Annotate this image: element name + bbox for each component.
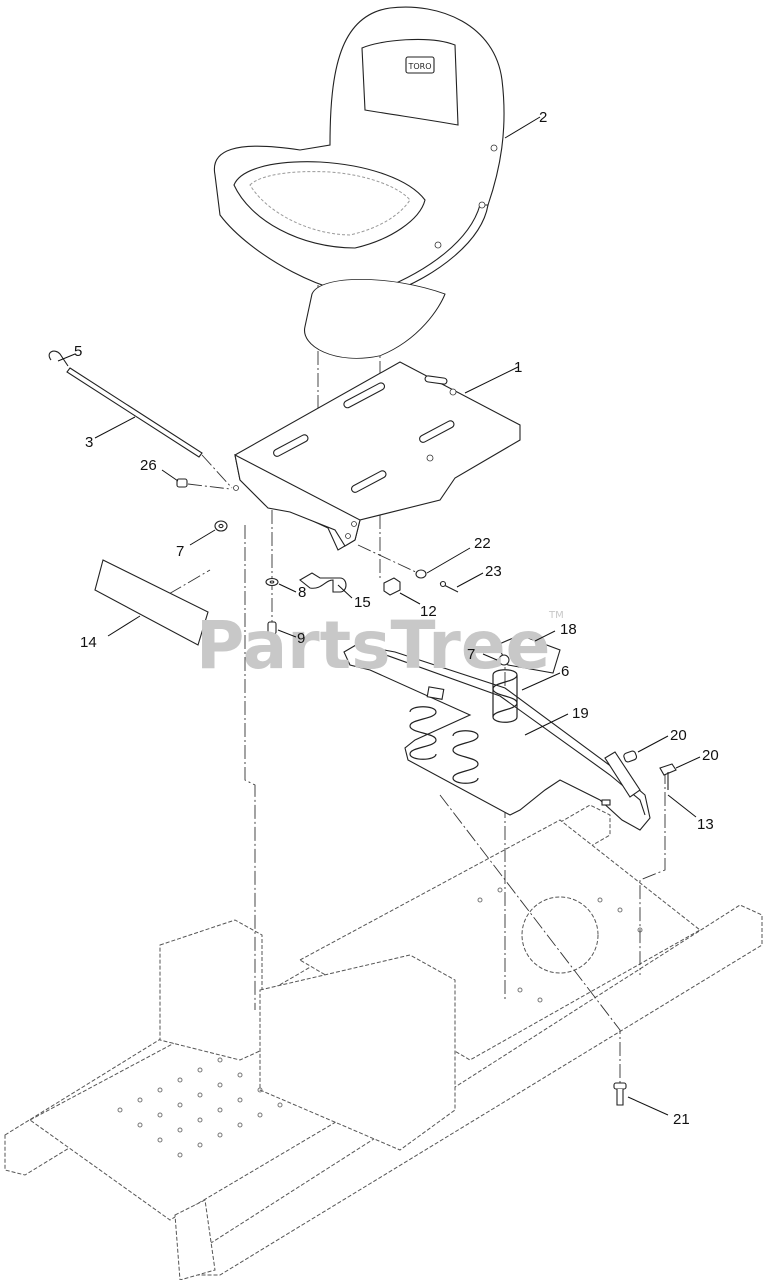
bolt-20a [623,750,638,763]
callout-15: 15 [354,594,371,611]
callout-8: 8 [298,584,306,601]
bolt-9 [267,621,277,635]
spring-center [452,730,479,784]
callout-1: 1 [514,359,522,376]
seat: TORO [213,6,505,296]
washer-22 [415,569,427,579]
bolt-20b [659,763,677,790]
callout-14: 14 [80,634,97,651]
bracket-15 [299,572,347,593]
callout-20-a: 20 [670,727,687,744]
decal-14 [94,559,209,646]
callout-9: 9 [297,630,305,647]
callout-7-lower: 7 [467,646,475,663]
callout-6: 6 [561,663,569,680]
callout-3: 3 [85,434,93,451]
suspension-bracket [343,644,651,831]
seat-badge [405,56,435,74]
callout-21: 21 [673,1111,690,1128]
callout-5: 5 [74,343,82,360]
watermark: PartsTree [196,607,550,684]
seat-plate [233,279,521,551]
spring-left [409,706,437,760]
washer-8 [265,577,279,587]
callout-18: 18 [560,621,577,638]
callout-7-upper: 7 [176,543,184,560]
callout-23: 23 [485,563,502,580]
spring-6 [492,669,518,723]
chassis-frame [4,804,763,1280]
pin-23 [439,580,459,593]
pivot-rod [66,367,203,458]
callout-12: 12 [420,603,437,620]
callout-22: 22 [474,535,491,552]
callout-2: 2 [539,109,547,126]
hair-pin [48,350,69,367]
callout-26: 26 [140,457,157,474]
washer-7-upper [214,520,228,532]
bolt-26 [176,478,188,488]
bolt-21 [613,1082,627,1106]
bumper-7-lower [498,654,510,666]
nut-12 [383,577,401,596]
seat-badge-text: TORO [407,62,431,71]
watermark-trademark: TM [548,610,564,621]
callouts: 1 2 3 5 6 7 7 8 9 12 13 14 15 18 19 20 2 [57,109,719,1128]
callout-13: 13 [697,816,714,833]
callout-19: 19 [572,705,589,722]
callout-20-b: 20 [702,747,719,764]
